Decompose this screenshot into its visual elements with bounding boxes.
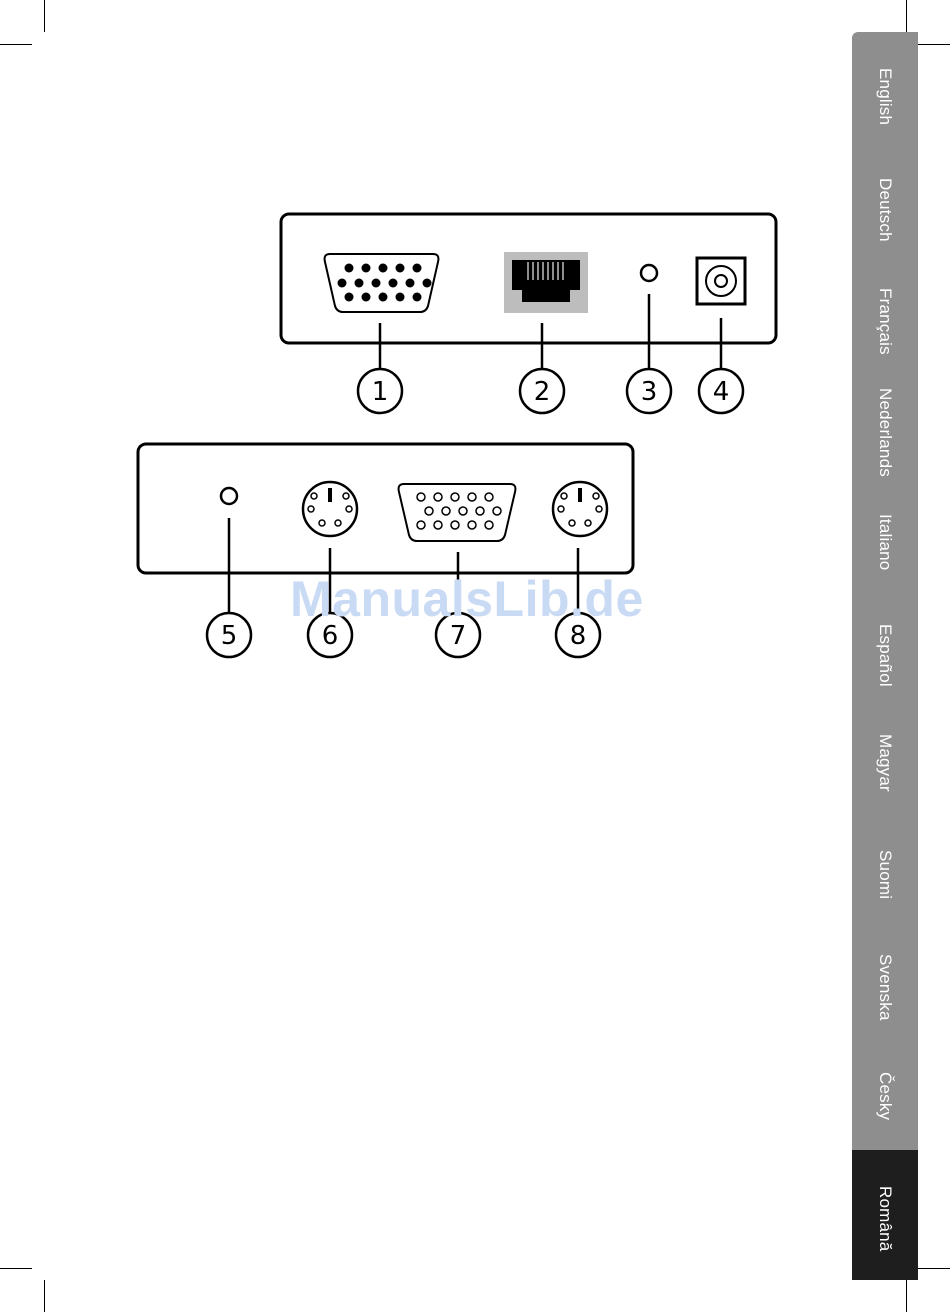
vga-port-icon [399, 484, 516, 541]
top-panel: 1 2 3 4 [281, 214, 776, 413]
callout-number: 3 [641, 377, 658, 407]
callout-number: 5 [221, 621, 238, 651]
power-jack-icon [697, 258, 745, 304]
rj45-port-icon [504, 252, 588, 313]
callout-number: 1 [372, 377, 389, 407]
watermark: ManualsLib.de [290, 570, 670, 628]
led-icon [221, 488, 237, 504]
callout-number: 2 [534, 377, 551, 407]
ps2-port-icon [553, 482, 607, 536]
ps2-port-icon [303, 482, 357, 536]
callout-number: 4 [713, 377, 730, 407]
vga-port-icon [325, 254, 439, 312]
led-icon [641, 265, 657, 281]
